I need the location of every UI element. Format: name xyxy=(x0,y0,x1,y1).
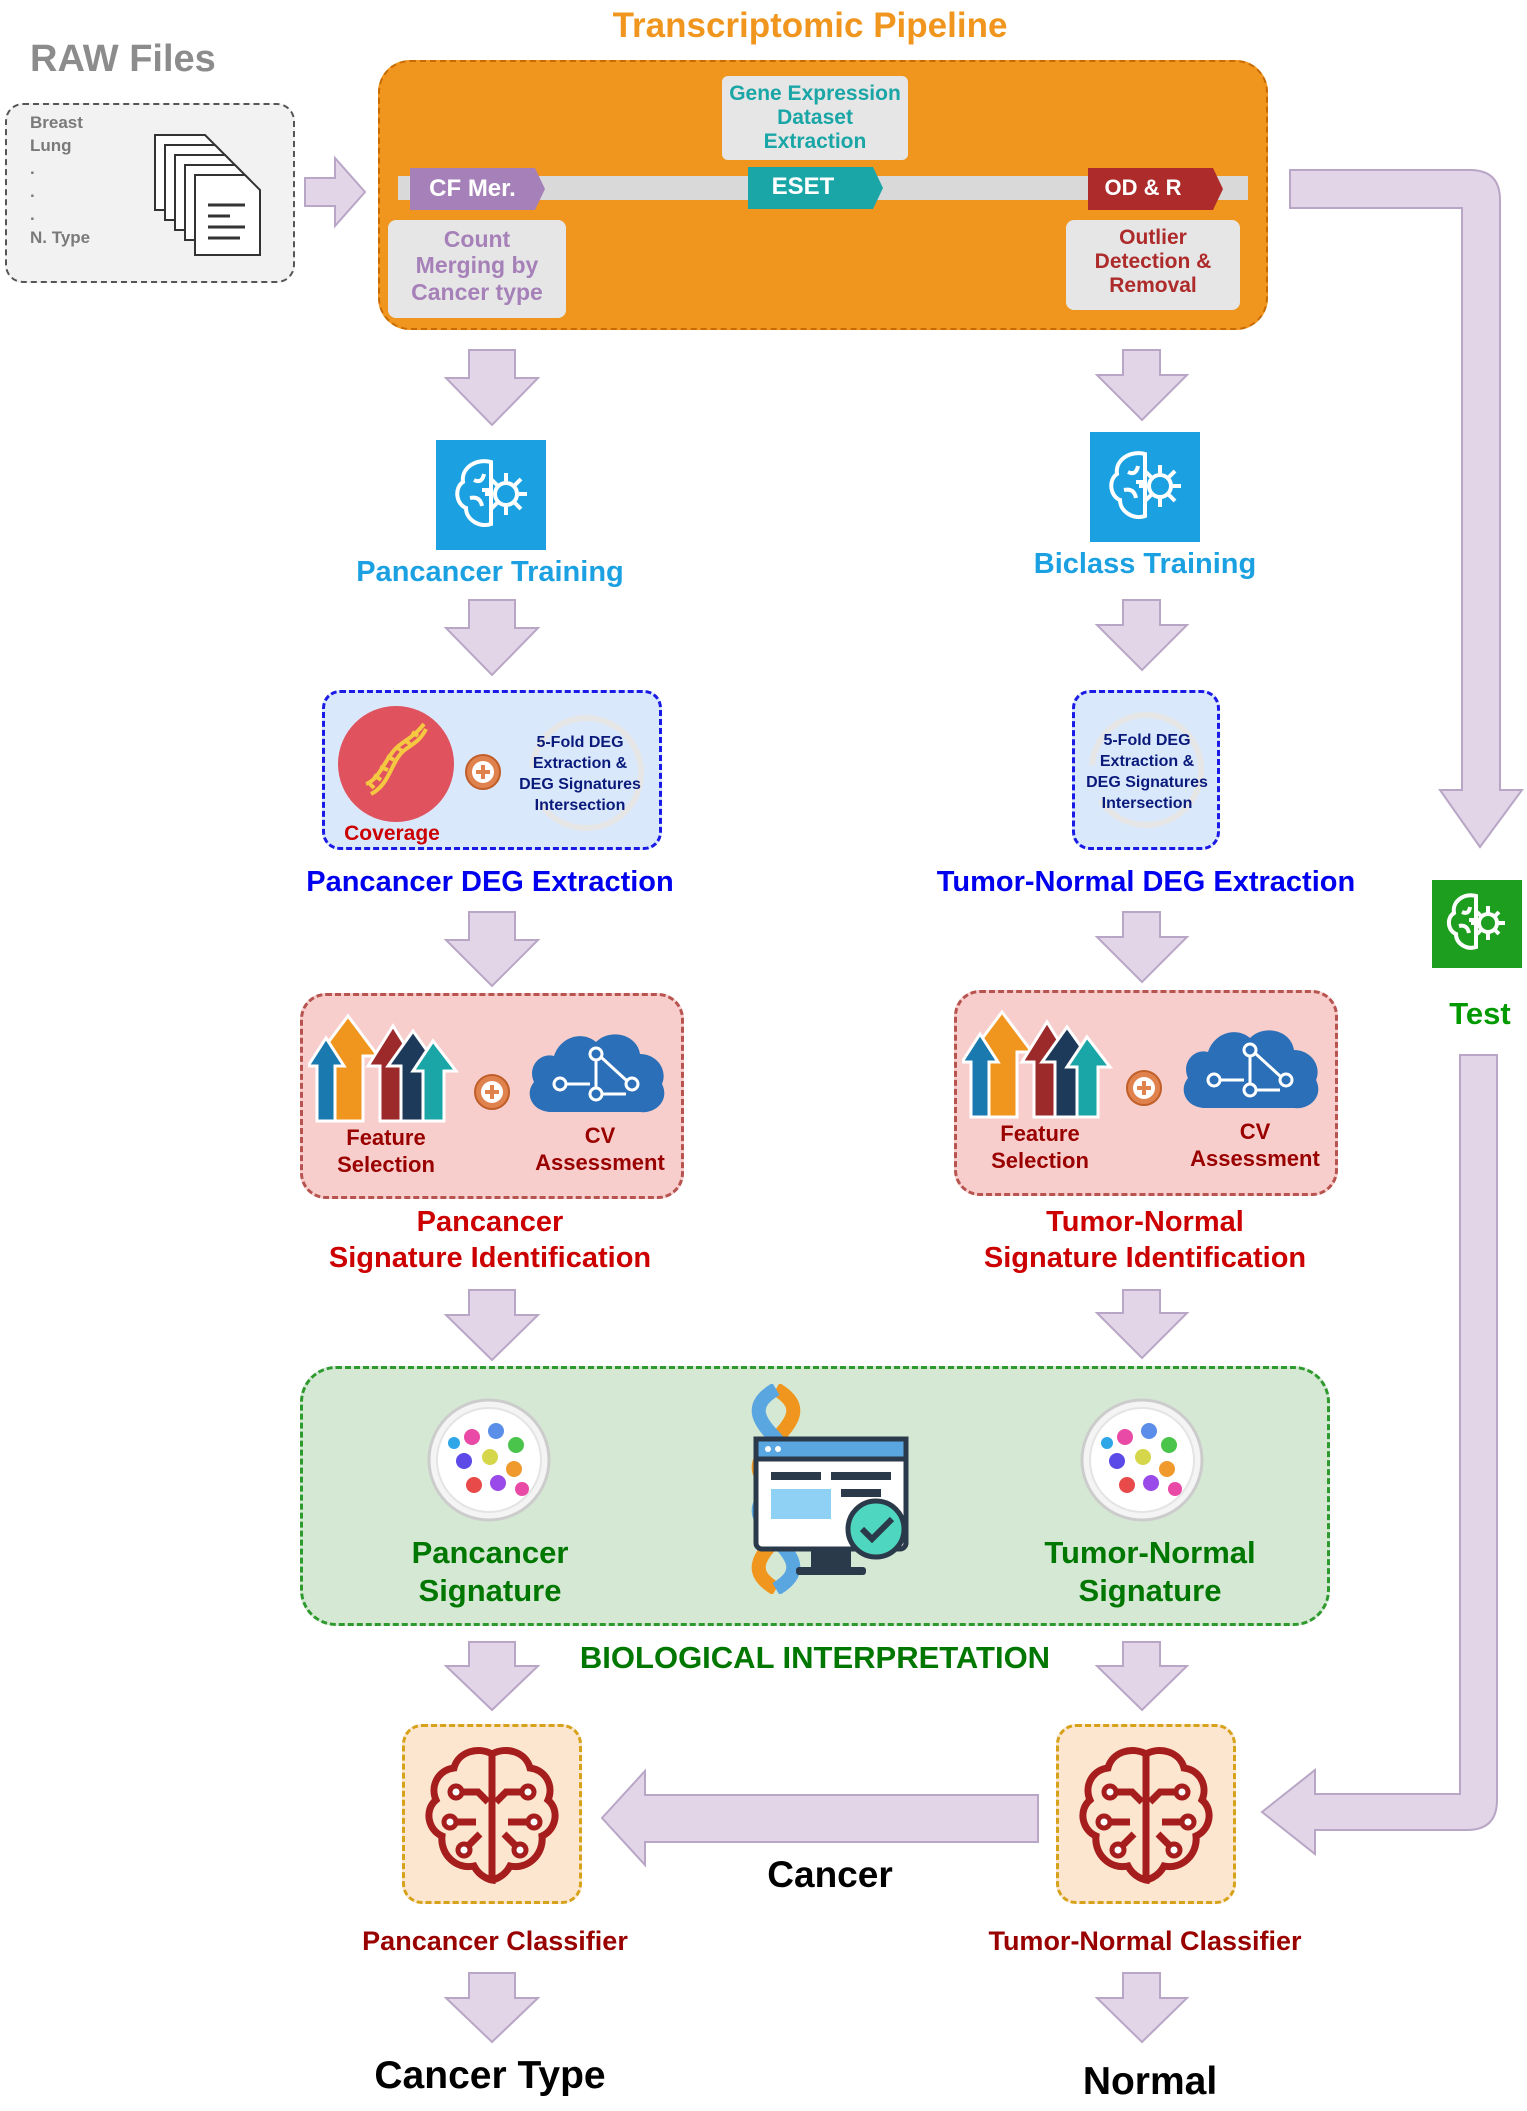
dna-screen-icon xyxy=(751,1384,909,1594)
cf-mer-step xyxy=(410,168,545,210)
raw-item-ntype: N. Type xyxy=(30,228,91,247)
brain-gear-icon xyxy=(436,440,546,550)
arrow-test-to-classifier xyxy=(1260,1054,1498,1857)
arrow-cancer xyxy=(600,1768,1039,1868)
brain-circuit-icon xyxy=(425,1747,559,1885)
odr-label: OD & R xyxy=(1104,175,1182,200)
brain-circuit-icon xyxy=(1079,1747,1213,1885)
brain-gear-icon xyxy=(1432,880,1522,968)
raw-item-dot: . xyxy=(30,159,35,178)
count-merging-box xyxy=(388,220,566,318)
arrow-down xyxy=(443,1641,541,1712)
cf-mer-label: CF Mer. xyxy=(429,175,516,202)
tumor-deg-label: Tumor-Normal DEG Extraction xyxy=(936,866,1356,898)
raw-item-dot: . xyxy=(30,182,35,201)
gene-expression-box xyxy=(722,76,908,160)
brain-gear-icon xyxy=(1090,432,1200,542)
petri-dish-icon xyxy=(1080,1398,1204,1522)
odr-step xyxy=(1088,168,1223,210)
raw-files-title: RAW Files xyxy=(30,38,216,80)
raw-files-list: Breast Lung . . . N. Type xyxy=(30,111,120,249)
arrow-down xyxy=(1094,599,1190,672)
plus-icon xyxy=(465,754,501,790)
arrow-pipeline-to-test xyxy=(1289,169,1524,849)
arrow-right xyxy=(304,155,367,229)
raw-item-dot: . xyxy=(30,205,35,224)
plus-icon xyxy=(1126,1070,1162,1106)
cancer-type-label: Cancer Type xyxy=(374,2054,606,2097)
arrow-down xyxy=(1094,349,1190,422)
test-label: Test xyxy=(1449,996,1511,1031)
pancancer-classifier-label: Pancancer Classifier xyxy=(362,1926,628,1956)
cloud-network-icon xyxy=(529,1034,665,1113)
arrow-down xyxy=(1094,911,1190,984)
raw-item-breast: Breast xyxy=(30,113,83,132)
bio-interpretation-label: BIOLOGICAL INTERPRETATION xyxy=(579,1640,1051,1675)
arrow-down xyxy=(443,1289,541,1362)
pancancer-deg-label: Pancancer DEG Extraction xyxy=(306,866,674,898)
cloud-network-icon xyxy=(1183,1030,1319,1109)
arrow-down xyxy=(1094,1289,1190,1360)
dna-coverage-icon xyxy=(338,706,454,822)
document-stack-icon xyxy=(154,134,261,256)
arrow-down xyxy=(443,911,541,988)
raw-item-lung: Lung xyxy=(30,136,72,155)
arrow-down xyxy=(1094,1641,1190,1712)
eset-label: ESET xyxy=(771,173,835,200)
tumor-classifier-label: Tumor-Normal Classifier xyxy=(988,1926,1302,1956)
feature-selection-icon xyxy=(308,1013,460,1123)
petri-dish-icon xyxy=(427,1398,551,1522)
normal-label: Normal xyxy=(1082,2060,1218,2103)
pipeline-title: Transcriptomic Pipeline xyxy=(612,6,1008,45)
cancer-label: Cancer xyxy=(767,1854,893,1895)
cycle-icon xyxy=(529,714,645,831)
arrow-down xyxy=(1094,1972,1190,2044)
feature-selection-icon xyxy=(962,1009,1114,1119)
arrow-down xyxy=(443,1972,541,2044)
biclass-training-label: Biclass Training xyxy=(1033,548,1257,580)
arrow-down xyxy=(443,599,541,677)
pancancer-training-label: Pancancer Training xyxy=(356,556,624,588)
outlier-box xyxy=(1066,220,1240,310)
cycle-icon xyxy=(1089,711,1205,828)
eset-step xyxy=(748,167,883,209)
coverage-label: Coverage xyxy=(344,822,440,845)
plus-icon xyxy=(474,1074,510,1110)
arrow-down xyxy=(443,349,541,427)
